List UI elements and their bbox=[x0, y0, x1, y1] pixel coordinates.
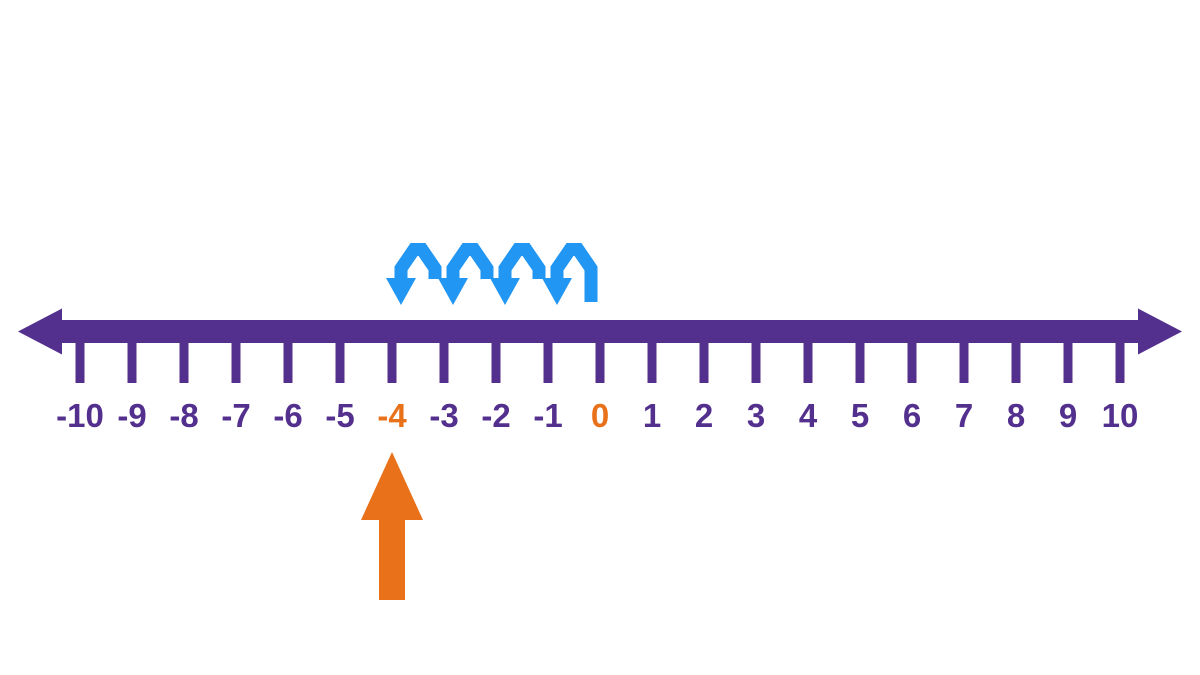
tick-label: 6 bbox=[902, 397, 922, 434]
tick-mark bbox=[127, 342, 137, 383]
tick-mark bbox=[855, 342, 865, 383]
hop-arrowhead bbox=[386, 278, 416, 305]
tick-label: -10 bbox=[56, 397, 104, 434]
tick-label: -8 bbox=[169, 397, 199, 434]
tick-marks bbox=[75, 342, 1125, 383]
tick-label: -1 bbox=[533, 397, 563, 434]
hop-tail-end bbox=[584, 293, 598, 302]
tick-label: -6 bbox=[273, 397, 303, 434]
tick-label: -9 bbox=[117, 397, 147, 434]
tick-label: 4 bbox=[798, 397, 818, 434]
tick-mark bbox=[699, 342, 709, 383]
axis-shaft bbox=[60, 320, 1140, 343]
hop-arc bbox=[550, 243, 598, 301]
tick-mark bbox=[439, 342, 449, 383]
tick-mark bbox=[543, 342, 553, 383]
tick-mark bbox=[387, 342, 397, 383]
tick-mark bbox=[803, 342, 813, 383]
axis-arrowhead-right bbox=[1138, 308, 1182, 355]
tick-mark bbox=[75, 342, 85, 383]
hop-arcs bbox=[386, 243, 598, 305]
tick-mark bbox=[959, 342, 969, 383]
tick-label: 1 bbox=[642, 397, 662, 434]
tick-label: -4 bbox=[377, 397, 407, 434]
tick-mark bbox=[1011, 342, 1021, 383]
tick-label: -7 bbox=[221, 397, 251, 434]
tick-label: 7 bbox=[954, 397, 974, 434]
tick-mark bbox=[491, 342, 501, 383]
hop-arrowhead bbox=[438, 278, 468, 305]
tick-label: 8 bbox=[1006, 397, 1026, 434]
hop-arrowhead bbox=[490, 278, 520, 305]
tick-mark bbox=[179, 342, 189, 383]
tick-mark bbox=[751, 342, 761, 383]
tick-mark bbox=[595, 342, 605, 383]
tick-label: -3 bbox=[429, 397, 459, 434]
tick-label: -2 bbox=[481, 397, 511, 434]
hop-arrowhead bbox=[542, 278, 572, 305]
tick-mark bbox=[1063, 342, 1073, 383]
hop-arc bbox=[446, 243, 494, 279]
axis-arrowhead-left bbox=[18, 308, 62, 355]
hop-arc bbox=[394, 243, 442, 279]
tick-mark bbox=[907, 342, 917, 383]
pointer-arrow-shape bbox=[361, 452, 423, 600]
tick-label: 2 bbox=[694, 397, 714, 434]
tick-label: 3 bbox=[746, 397, 766, 434]
answer-pointer bbox=[361, 452, 423, 600]
tick-mark bbox=[231, 342, 241, 383]
hop-arc bbox=[498, 243, 546, 279]
tick-label: -5 bbox=[325, 397, 355, 434]
tick-label: 5 bbox=[850, 397, 870, 434]
number-line-axis bbox=[18, 308, 1182, 355]
tick-mark bbox=[1115, 342, 1125, 383]
tick-label: 10 bbox=[1101, 397, 1139, 434]
tick-mark bbox=[283, 342, 293, 383]
tick-label: 0 bbox=[590, 397, 610, 434]
tick-mark bbox=[647, 342, 657, 383]
tick-label: 9 bbox=[1058, 397, 1078, 434]
tick-mark bbox=[335, 342, 345, 383]
